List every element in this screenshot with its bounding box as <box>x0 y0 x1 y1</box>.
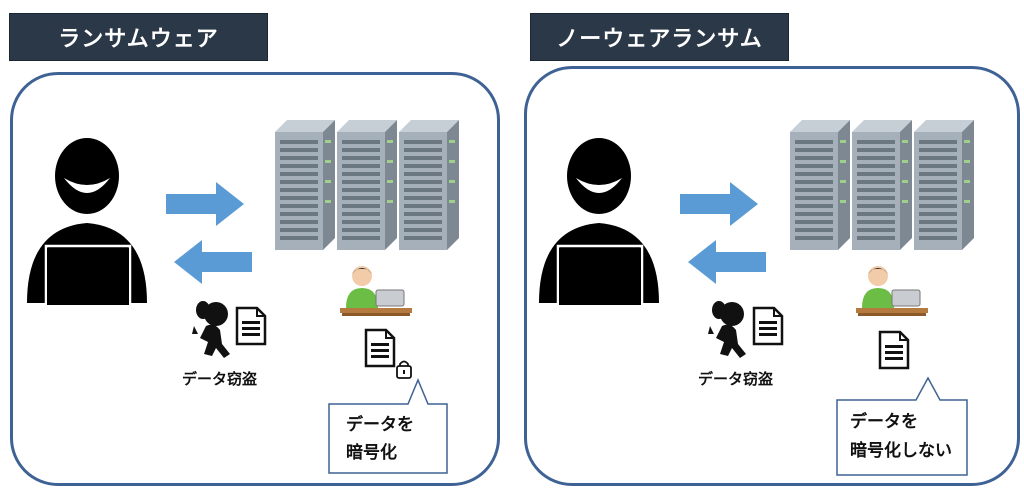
office-worker-icon <box>340 265 413 317</box>
right-panel-title: ノーウェアランサム <box>530 13 789 61</box>
right-callout <box>836 376 968 476</box>
right-theft-label: データ窃盗 <box>698 370 774 388</box>
arrow-right-icon <box>680 182 758 226</box>
right-callout-line1: データを <box>850 412 918 432</box>
arrow-left-icon <box>688 240 766 284</box>
thief-icon <box>708 301 746 358</box>
server-rack-icon <box>790 120 974 250</box>
document-icon <box>752 306 784 346</box>
left-callout <box>328 378 448 474</box>
arrow-right-icon <box>166 182 244 226</box>
right-callout-line2: 暗号化しない <box>850 441 952 461</box>
server-rack-icon <box>275 120 459 250</box>
lock-icon <box>396 360 412 379</box>
document-icon <box>235 306 267 346</box>
document-icon <box>878 330 910 370</box>
thief-icon <box>192 301 230 358</box>
office-worker-icon <box>856 265 929 317</box>
left-panel-title: ランサムウェア <box>9 13 268 61</box>
arrow-left-icon <box>174 240 252 284</box>
hacker-icon <box>537 136 661 308</box>
hacker-icon <box>25 136 149 308</box>
left-callout-line1: データを <box>346 415 414 435</box>
left-callout-line2: 暗号化 <box>346 443 397 463</box>
left-theft-label: データ窃盗 <box>182 370 258 388</box>
document-icon <box>364 328 396 368</box>
